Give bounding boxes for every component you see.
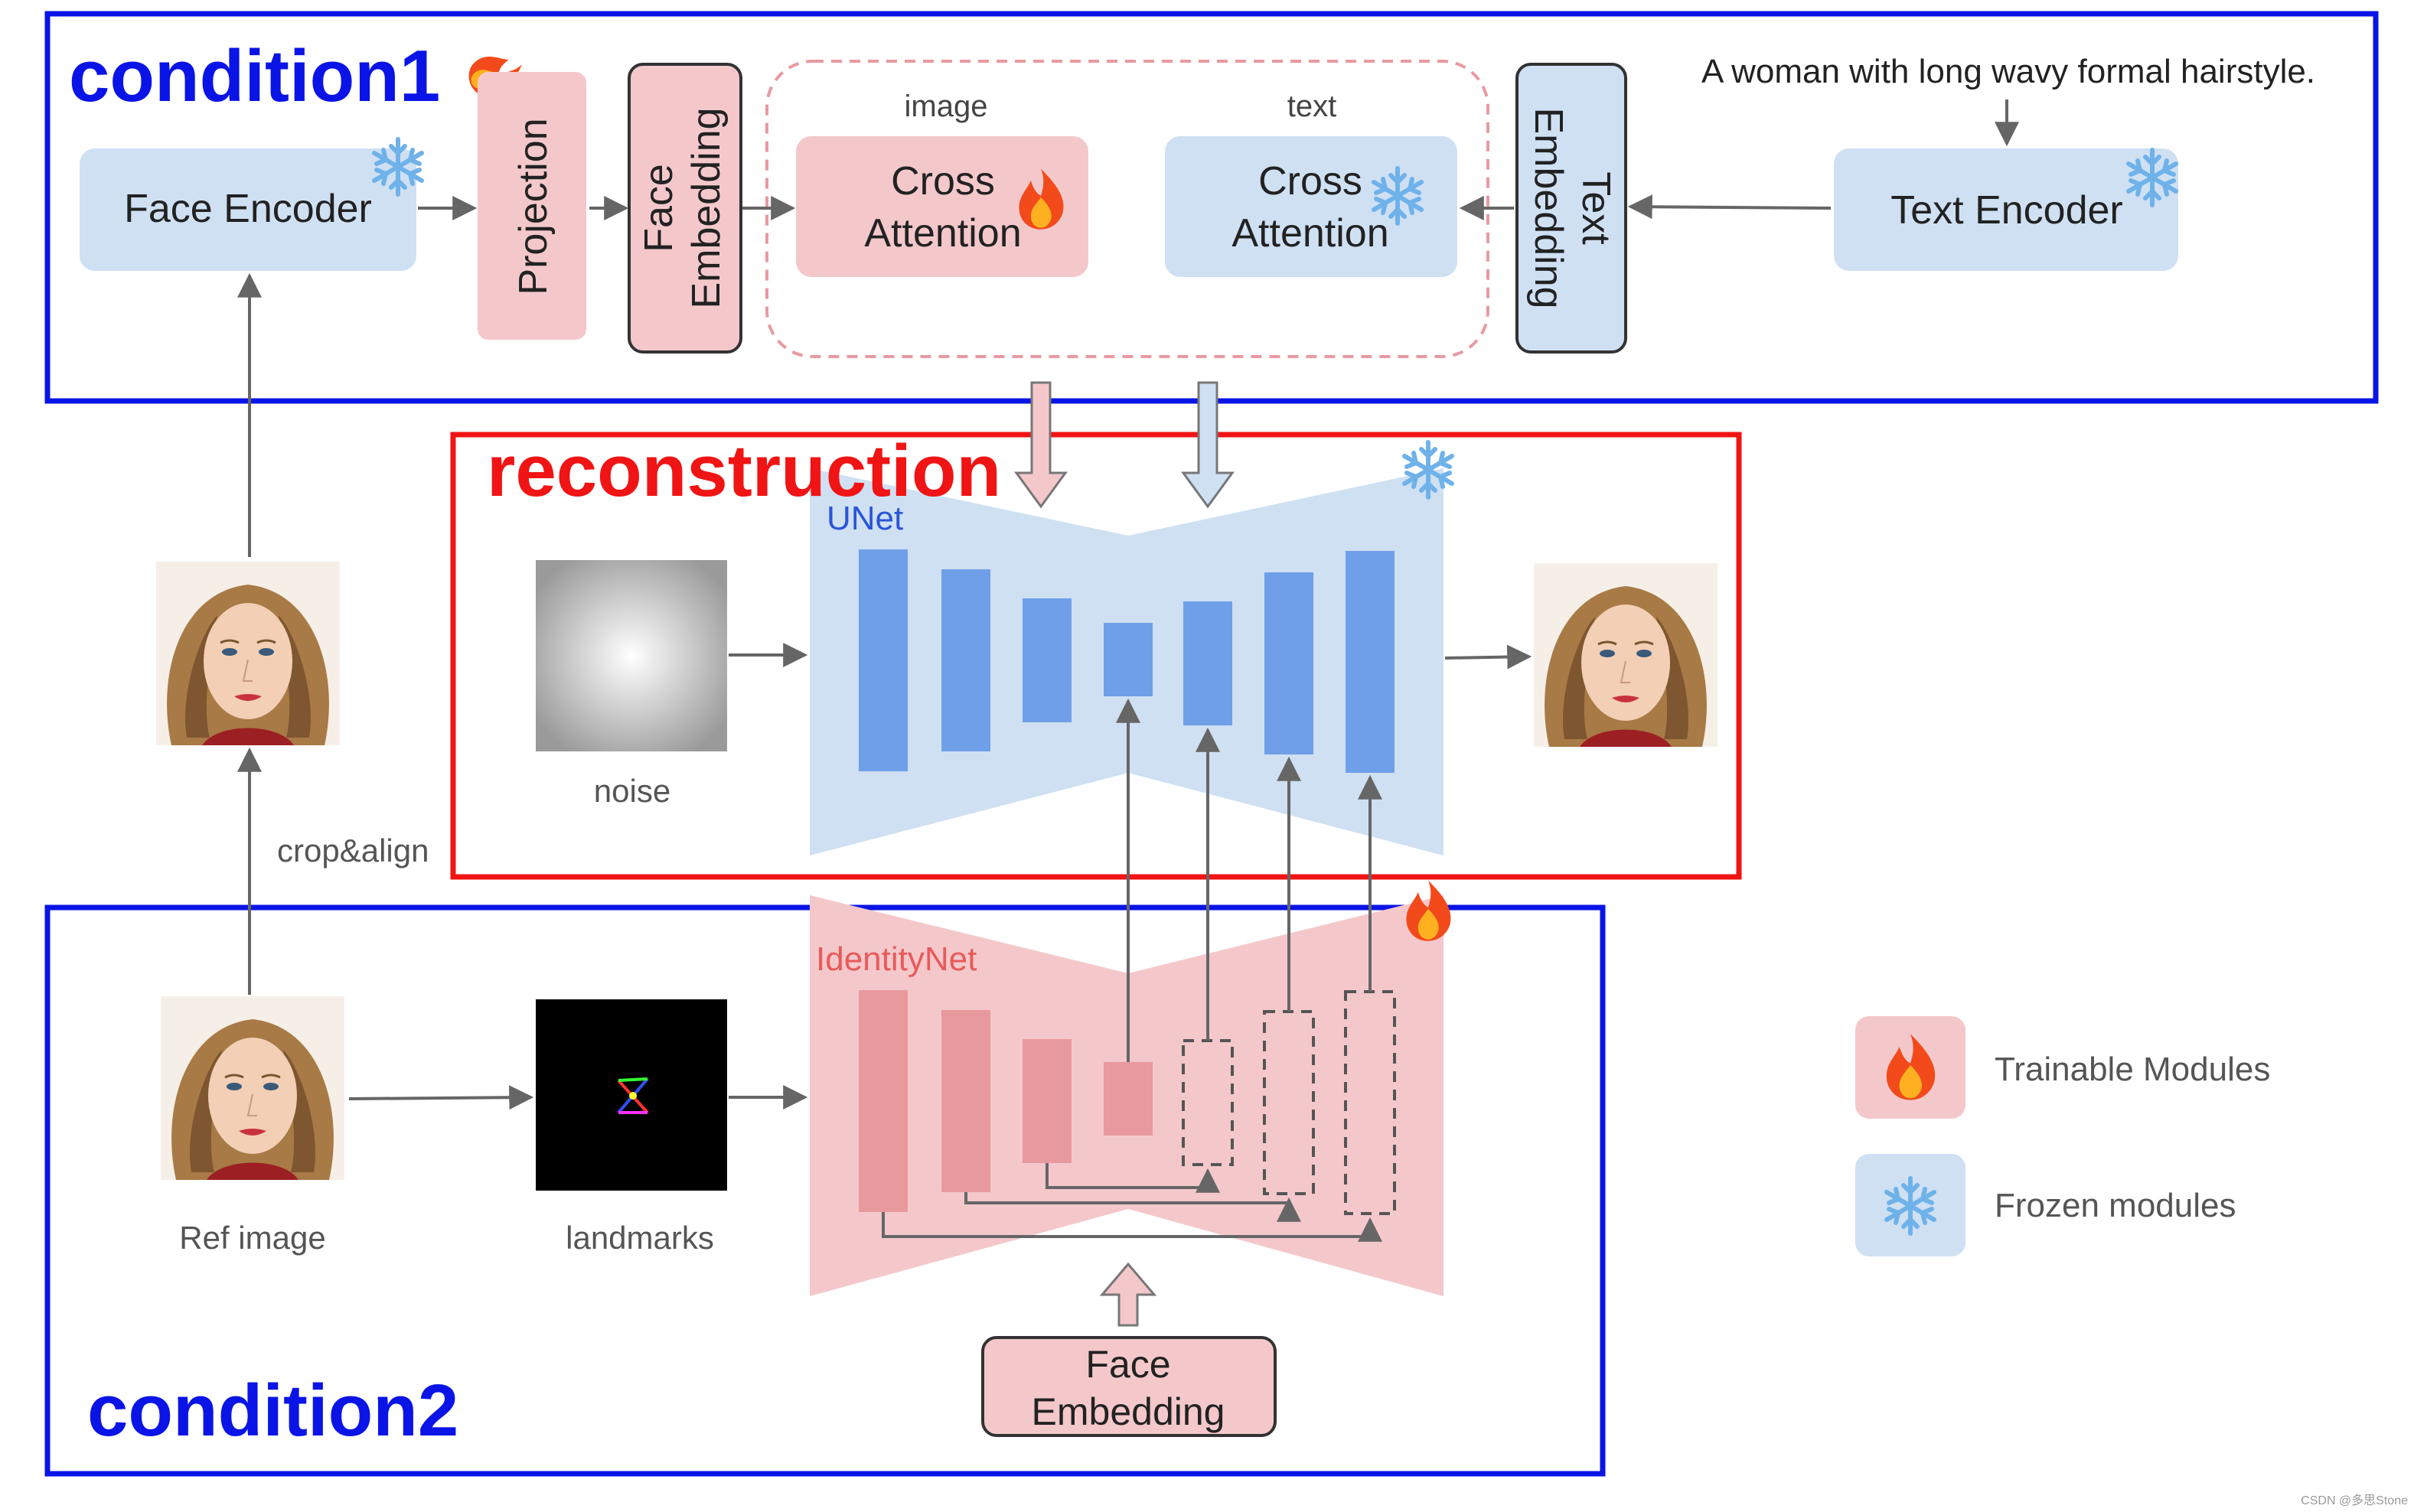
cross-attention-group [765,60,1489,358]
cross-attention-image-line1: Cross [891,159,995,204]
noise-label: noise [594,773,670,809]
condition1-arrows [418,99,2019,220]
aligned-face-image [155,560,341,747]
legend-trainable-label: Trainable Modules [1995,1051,2270,1088]
image-caption: image [905,90,988,123]
unet-block [1264,572,1313,754]
arrow-text-attn-into-unet [1181,381,1235,509]
arrow-unet-output [1444,644,1532,670]
landmark-points [617,1077,649,1114]
projection-label: Projection [511,118,556,295]
unet-block [859,549,908,771]
ref-image-label: Ref image [179,1220,325,1256]
condition2-arrows [237,272,808,1110]
unet-label: UNet [827,500,903,537]
cross-attention-text-line2: Attention [1231,211,1388,256]
identity-to-unet-arrows [1116,698,1382,1062]
crop-align-label: crop&align [277,833,429,868]
face-embedding-top-line2: Embedding [684,107,729,308]
unet-block [1183,601,1232,725]
landmark-point [629,1092,637,1100]
face-embedding-top-line1: Face [637,164,681,253]
text-embedding-block [1515,63,1627,354]
unet-block [941,569,990,751]
watermark: CSDN @多思Stone [2301,1494,2408,1507]
reconstruction-frame [450,432,1742,880]
legend-frozen-label: Frozen modules [1995,1187,2236,1224]
skip-connections [882,1163,1382,1242]
face-encoder-label: Face Encoder [124,187,372,231]
text-embedding-line2: Embedding [1526,107,1571,308]
text-encoder-label: Text Encoder [1890,188,2123,233]
noise-image [536,560,727,751]
landmark-line [618,1077,648,1082]
reconstruction-label: reconstruction [487,430,1001,512]
unet-blocks [859,549,1395,773]
identitynet-block [859,990,908,1212]
prompt-text: A woman with long wavy formal hairstyle. [1701,53,2315,90]
skip-3 [1046,1163,1220,1193]
identitynet-label: IdentityNet [816,940,977,978]
identitynet-block [941,1010,990,1192]
identitynet-block [1104,1062,1153,1136]
face-encoder-block [80,148,416,271]
unet-block [1023,598,1072,722]
output-face-image [1532,562,1719,748]
identitynet-blocks [859,990,1153,1212]
text-embedding-line1: Text [1574,171,1618,245]
skip-2 [964,1192,1301,1222]
fire-icon [1406,880,1451,941]
reconstruction-arrows [729,643,1532,670]
projection-block [478,72,586,340]
arrow-ref-landmarks [348,1085,534,1110]
text-caption: text [1287,90,1336,123]
cross-attention-text-line1: Cross [1258,159,1362,204]
cross-attention-image-line2: Attention [864,211,1021,256]
landmarks-label: landmarks [566,1220,714,1256]
arrow-textenc-textemb [1627,194,1832,220]
arrow-face-embedding-into-identitynet [1099,1262,1157,1327]
unet-block [1104,623,1153,696]
condition2-label: condition2 [87,1370,458,1452]
unet-block [1346,551,1395,773]
face-embedding-bottom-line1: Face [1085,1343,1170,1386]
face-embedding-bottom-line2: Embedding [1032,1390,1225,1433]
condition1-label: condition1 [69,35,440,117]
face-embedding-top-block [628,63,742,354]
cross-attention-image-block [796,136,1088,277]
arrow-image-attn-into-unet [1014,381,1068,509]
skip-1 [882,1212,1382,1242]
face-embedding-bottom-block [981,1336,1277,1437]
cross-attention-text-block [1165,136,1457,277]
text-encoder-block [1834,148,2178,271]
ref-face-image [159,995,346,1181]
identitynet-block [1023,1039,1072,1163]
